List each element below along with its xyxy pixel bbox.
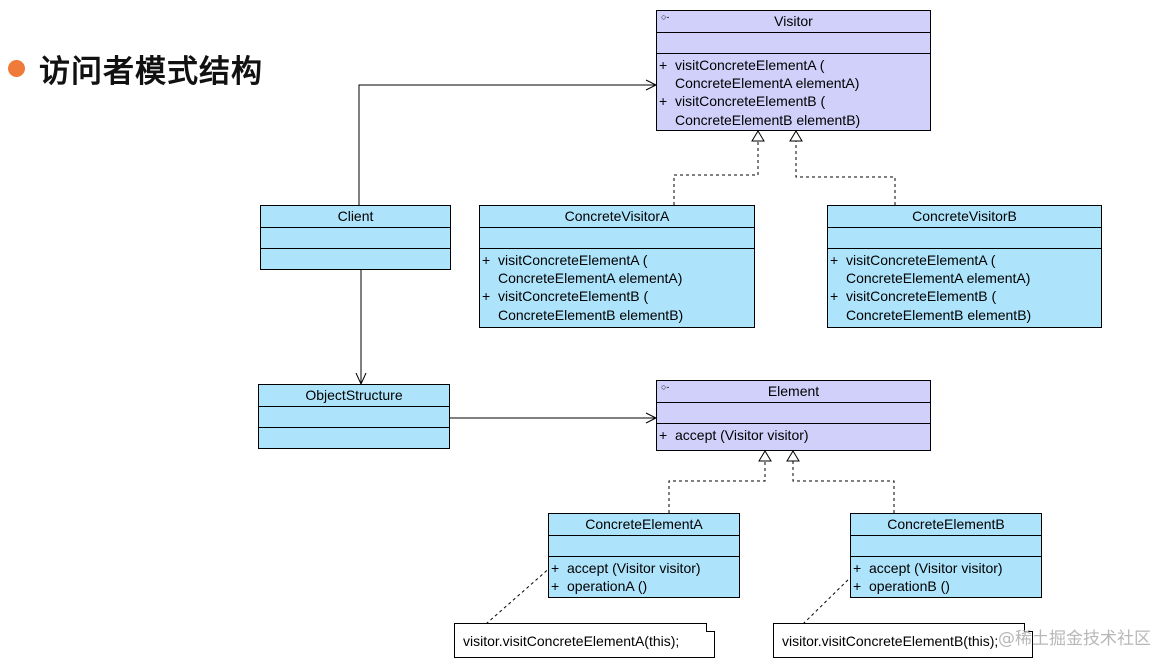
class-name: ○- Visitor	[657, 11, 930, 33]
cva-realization-triangle	[751, 130, 765, 142]
class-name: ObjectStructure	[259, 385, 449, 407]
interface-icon: ○-	[661, 382, 670, 392]
operation-continuation: ConcreteElementA elementA)	[846, 270, 1031, 287]
operation: +visitConcreteElementB (	[482, 288, 649, 305]
ceb-realizes-element	[792, 461, 895, 513]
concrete-element-b-class[interactable]: ConcreteElementB +accept (Visitor visito…	[850, 513, 1042, 598]
class-name: ConcreteElementA	[549, 514, 739, 536]
operation: +accept (Visitor visitor)	[853, 560, 1003, 576]
element-class[interactable]: ○- Element +accept (Visitor visitor)	[656, 380, 931, 451]
attributes-compartment	[549, 536, 739, 557]
class-name: ConcreteElementB	[851, 514, 1041, 536]
cva-realizes-visitor	[673, 141, 759, 205]
object-structure-class[interactable]: ObjectStructure	[258, 384, 450, 449]
operations-compartment	[259, 428, 449, 447]
cea-realizes-element	[668, 461, 766, 513]
attributes-compartment	[480, 228, 754, 249]
visitor-class[interactable]: ○- Visitor +visitConcreteElementA ( Conc…	[656, 10, 931, 131]
operations-compartment: +visitConcreteElementA ( ConcreteElement…	[657, 54, 930, 129]
class-name: Client	[261, 206, 450, 228]
operation-continuation: ConcreteElementA elementA)	[498, 270, 683, 287]
operation: +visitConcreteElementB (	[659, 93, 826, 110]
attributes-compartment	[657, 403, 930, 424]
operation: +visitConcreteElementA (	[659, 57, 825, 73]
operations-compartment	[261, 249, 450, 268]
operation: +visitConcreteElementA (	[830, 252, 996, 268]
element-name: Element	[767, 383, 820, 399]
operation: +accept (Visitor visitor)	[659, 427, 809, 443]
note-element-a[interactable]: visitor.visitConcreteElementA(this);	[454, 623, 715, 658]
note-a-anchor	[485, 565, 553, 625]
client-class[interactable]: Client	[260, 205, 451, 270]
operations-compartment: +visitConcreteElementA ( ConcreteElement…	[480, 249, 754, 324]
operation-continuation: ConcreteElementB elementB)	[498, 306, 684, 323]
title-text: 访问者模式结构	[39, 53, 263, 90]
note-text: visitor.visitConcreteElementA(this);	[463, 632, 680, 649]
interface-icon: ○-	[661, 12, 670, 22]
operation-continuation: ConcreteElementB elementB)	[675, 111, 861, 128]
watermark: @稀土掘金技术社区	[998, 629, 1151, 649]
note-element-b[interactable]: visitor.visitConcreteElementB(this);	[773, 623, 1033, 658]
cea-realization-triangle	[758, 450, 772, 462]
concrete-visitor-a-class[interactable]: ConcreteVisitorA +visitConcreteElementA …	[479, 205, 755, 328]
operation: +visitConcreteElementB (	[830, 288, 997, 305]
note-fold-icon	[1024, 623, 1033, 632]
class-name: ConcreteVisitorB	[828, 206, 1101, 228]
attributes-compartment	[851, 536, 1041, 557]
attributes-compartment	[828, 228, 1101, 249]
attributes-compartment	[261, 228, 450, 249]
note-fold-icon	[706, 623, 715, 632]
concrete-visitor-b-class[interactable]: ConcreteVisitorB +visitConcreteElementA …	[827, 205, 1102, 328]
attributes-compartment	[259, 407, 449, 428]
operations-compartment: +visitConcreteElementA ( ConcreteElement…	[828, 249, 1101, 324]
visitor-name: Visitor	[774, 13, 813, 29]
concrete-element-a-class[interactable]: ConcreteElementA +accept (Visitor visito…	[548, 513, 740, 598]
attributes-compartment	[657, 33, 930, 54]
operation-continuation: ConcreteElementB elementB)	[846, 306, 1032, 323]
note-text: visitor.visitConcreteElementB(this);	[782, 632, 999, 649]
operation: +visitConcreteElementA (	[482, 252, 648, 268]
operations-compartment: +accept (Visitor visitor) +operationB ()	[851, 557, 1041, 595]
cvb-realizes-visitor	[795, 141, 896, 205]
cvb-realization-triangle	[789, 130, 803, 142]
operations-compartment: +accept (Visitor visitor)	[657, 424, 930, 444]
operation: +operationB ()	[853, 578, 950, 595]
class-name: ○- Element	[657, 381, 930, 403]
slide-title: 访问者模式结构	[8, 48, 263, 90]
client-visitor-association	[358, 84, 656, 205]
ceb-realization-triangle	[786, 450, 800, 462]
operation-continuation: ConcreteElementA elementA)	[675, 75, 860, 92]
note-b-anchor	[802, 571, 857, 625]
bullet-dot-icon	[8, 59, 25, 77]
operation: +operationA ()	[551, 578, 648, 595]
class-name: ConcreteVisitorA	[480, 206, 754, 228]
operations-compartment: +accept (Visitor visitor) +operationA ()	[549, 557, 739, 595]
operation: +accept (Visitor visitor)	[551, 560, 701, 576]
